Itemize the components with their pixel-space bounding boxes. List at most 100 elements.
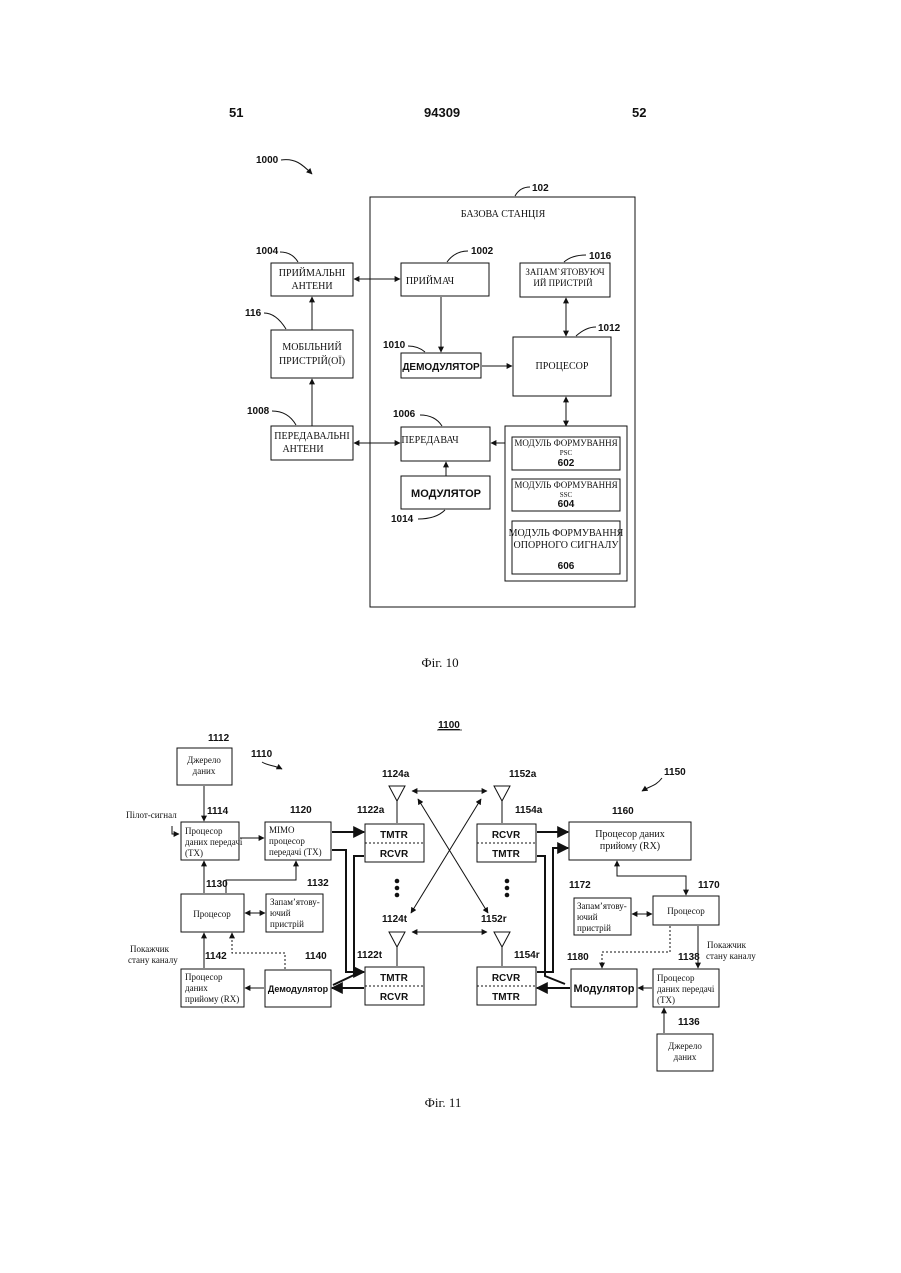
tx-data-processor-left-label-2: даних передачі xyxy=(185,837,243,847)
csi-left-label: Покажчик xyxy=(130,944,170,954)
tx-data-processor-right-ref: 1138 xyxy=(678,952,700,963)
trx-1154a-top: RCVR xyxy=(492,830,521,841)
demodulator-label: ДЕМОДУЛЯТОР xyxy=(402,362,480,373)
psc-module-label-2: PSC xyxy=(560,449,573,457)
memory-left-label-2: ючий xyxy=(270,908,291,918)
ellipsis-right-icon xyxy=(505,879,510,898)
tx-antennas-label: ПЕРЕДАВАЛЬНІ xyxy=(274,431,349,442)
modulator-ref: 1014 xyxy=(391,514,414,525)
antenna-1124t-ref: 1124t xyxy=(382,914,408,925)
data-source-right-label: Джерело xyxy=(668,1041,702,1051)
mimo-tx-processor-label: MIMO xyxy=(269,825,295,835)
ssc-module-ref: 604 xyxy=(558,499,575,510)
mobile-device-label: МОБІЛЬНИЙ xyxy=(282,341,341,353)
modulator-11-ref: 1180 xyxy=(567,952,589,963)
trx-1154r-top: RCVR xyxy=(492,973,521,984)
mobile-device-box xyxy=(271,330,353,378)
trx-1154r-ref: 1154r xyxy=(514,950,540,961)
receiver-ref: 1002 xyxy=(471,246,494,257)
rx-data-processor-left-label: Процесор xyxy=(185,972,223,982)
memory-right-label: Запам’ятову- xyxy=(577,901,627,911)
trx-1122t-bottom: RCVR xyxy=(380,992,409,1003)
fig10-diagram: 1000 102 БАЗОВА СТАНЦІЯ ПРИЙМАЛЬНІ АНТЕН… xyxy=(245,155,635,670)
antenna-1124a-ref: 1124a xyxy=(382,769,410,780)
ssc-module-label: МОДУЛЬ ФОРМУВАННЯ xyxy=(514,480,617,490)
memory-left-ref: 1132 xyxy=(307,878,329,889)
tx-data-processor-right-label-3: (TX) xyxy=(657,995,675,1005)
tx-data-processor-left-ref: 1114 xyxy=(207,806,229,817)
processor-right-ref: 1170 xyxy=(698,880,720,891)
tx-data-processor-left-label: Процесор xyxy=(185,826,223,836)
rx-data-processor-right-label-2: прийому (RX) xyxy=(600,841,660,852)
transmitter-label: ПЕРЕДАВАЧ xyxy=(401,435,459,446)
tx-antennas-label-2: АНТЕНИ xyxy=(282,444,323,455)
rx-antennas-label-2: АНТЕНИ xyxy=(291,281,332,292)
tx-data-processor-right-label: Процесор xyxy=(657,973,695,983)
processor-left-label: Процесор xyxy=(193,909,231,919)
trx-1154a-bottom: TMTR xyxy=(492,849,521,860)
receiver-label: ПРИЙМАЧ xyxy=(406,275,455,287)
mobile-device-label-2: ПРИСТРІЙ(ОЇ) xyxy=(279,355,345,367)
base-station-title: БАЗОВА СТАНЦІЯ xyxy=(461,209,546,220)
memory-right-label-2: ючий xyxy=(577,912,598,922)
data-source-left-ref: 1112 xyxy=(208,733,230,744)
data-source-right-label-2: даних xyxy=(674,1052,697,1062)
rx-antennas-label: ПРИЙМАЛЬНІ xyxy=(279,267,345,279)
refsig-module-label-2: ОПОРНОГО СИГНАЛУ xyxy=(514,540,620,551)
memory-left-label: Запам’ятову- xyxy=(270,897,320,907)
rx-data-processor-left-ref: 1142 xyxy=(205,951,227,962)
refsig-module-ref: 606 xyxy=(558,561,575,572)
mobile-device-ref: 116 xyxy=(245,308,262,319)
pilot-signal-label: Пілот-сигнал xyxy=(126,810,177,820)
antenna-1152r-ref: 1152r xyxy=(481,914,507,925)
mimo-tx-processor-label-2: процесор xyxy=(269,836,305,846)
memory-right-ref: 1172 xyxy=(569,880,591,891)
trx-1154r-bottom: TMTR xyxy=(492,992,521,1003)
trx-1122a-top: TMTR xyxy=(380,830,409,841)
trx-1122t-ref: 1122t xyxy=(357,950,383,961)
trx-1154a-ref: 1154a xyxy=(515,805,543,816)
processor-label: ПРОЦЕСОР xyxy=(536,361,589,372)
rx-antennas-ref: 1004 xyxy=(256,246,279,257)
processor-left-ref: 1130 xyxy=(206,879,228,890)
psc-module-ref: 602 xyxy=(558,458,575,469)
fig11-title: 1100 xyxy=(438,720,460,731)
csi-right-label-2: стану каналу xyxy=(706,951,756,961)
fig10-system-ref: 1000 xyxy=(256,155,279,166)
rx-data-processor-left-label-3: прийому (RX) xyxy=(185,994,239,1004)
tx-data-processor-right-label-2: даних передачі xyxy=(657,984,715,994)
fig11-caption: Фіг. 11 xyxy=(425,1095,462,1110)
psc-module-label: МОДУЛЬ ФОРМУВАННЯ xyxy=(514,438,617,448)
trx-1122t-top: TMTR xyxy=(380,973,409,984)
transmitter-ref: 1006 xyxy=(393,409,416,420)
mimo-tx-processor-label-3: передачі (TX) xyxy=(269,847,322,857)
memory-label: ЗАПАМ`ЯТОВУЮЧ xyxy=(525,267,604,277)
modulator-label: МОДУЛЯТОР xyxy=(411,488,481,500)
memory-right-label-3: пристрій xyxy=(577,923,611,933)
ref-1150: 1150 xyxy=(664,767,686,778)
rx-data-processor-left-label-2: даних xyxy=(185,983,208,993)
antenna-1152a-ref: 1152a xyxy=(509,769,537,780)
demodulator-11-label: Демодулятор xyxy=(268,984,329,994)
antenna-1124a-icon xyxy=(389,786,405,823)
antenna-1152a-icon xyxy=(494,786,510,823)
ellipsis-left-icon xyxy=(395,879,400,898)
demodulator-ref: 1010 xyxy=(383,340,406,351)
ref-1110: 1110 xyxy=(251,749,273,760)
demodulator-11-ref: 1140 xyxy=(305,951,327,962)
tx-antennas-ref: 1008 xyxy=(247,406,270,417)
rx-data-processor-right-ref: 1160 xyxy=(612,806,634,817)
trx-1122a-bottom: RCVR xyxy=(380,849,409,860)
antenna-1152r-icon xyxy=(494,932,510,966)
trx-1122a-ref: 1122a xyxy=(357,805,385,816)
fig11-diagram: 1100 1110 1150 Джерело даних 1112 Пілот-… xyxy=(126,720,756,1110)
memory-ref: 1016 xyxy=(589,251,612,262)
processor-right-label: Процесор xyxy=(667,906,705,916)
rx-data-processor-right-label: Процесор даних xyxy=(595,829,664,840)
refsig-module-label: МОДУЛЬ ФОРМУВАННЯ xyxy=(509,528,624,539)
mimo-tx-processor-ref: 1120 xyxy=(290,805,312,816)
ssc-module-label-2: SSC xyxy=(560,491,573,499)
data-source-left-label-2: даних xyxy=(193,766,216,776)
data-source-left-label: Джерело xyxy=(187,755,221,765)
